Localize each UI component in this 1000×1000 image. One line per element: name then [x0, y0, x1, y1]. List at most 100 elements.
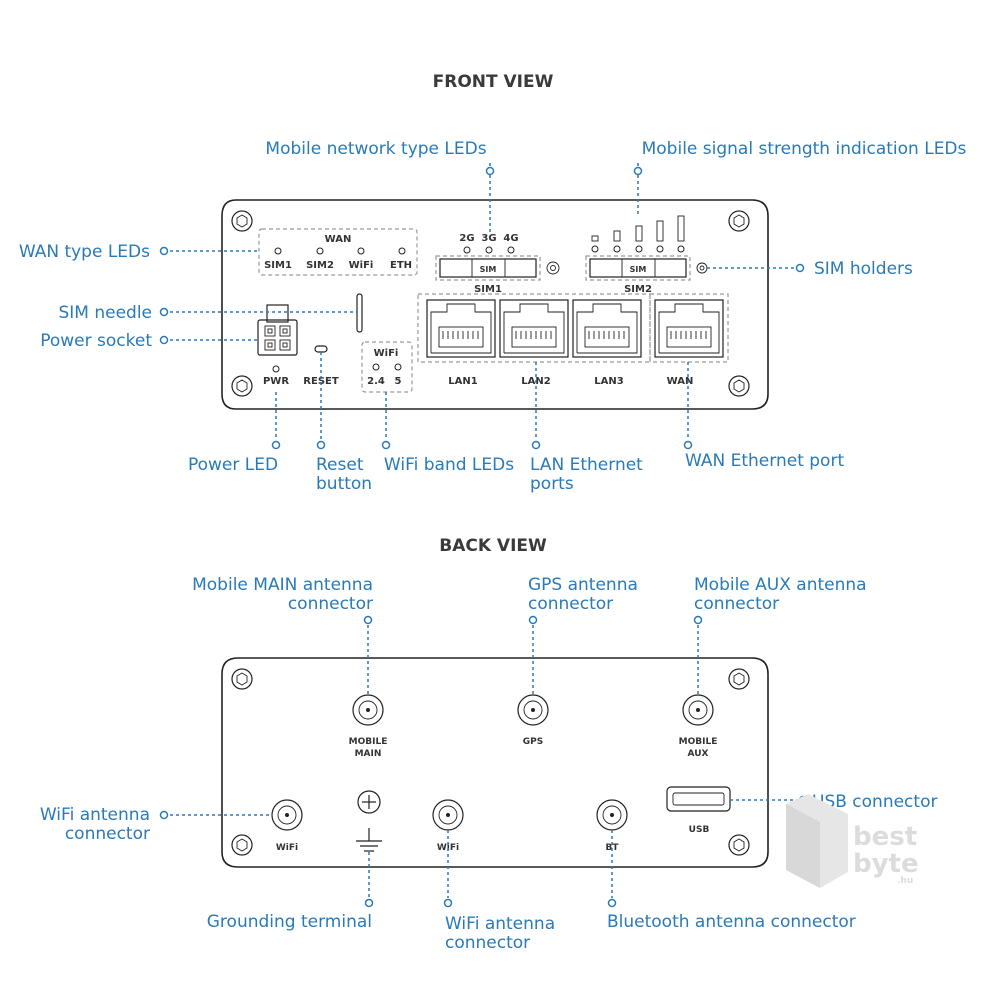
reset-label: RESET: [303, 376, 339, 387]
3g-label: 3G: [481, 233, 496, 244]
dot-lan: [531, 440, 541, 450]
sim1-led: [274, 247, 282, 255]
dot-reset: [316, 440, 326, 450]
callout-gps-2: connector: [528, 594, 613, 614]
callout-wifi-bottom-1: WiFi antenna: [445, 914, 555, 934]
callout-reset-2: button: [316, 474, 372, 494]
4g-led: [507, 246, 515, 254]
callout-network-type-leds: Mobile network type LEDs: [265, 139, 486, 159]
front-view-title: FRONT VIEW: [433, 72, 554, 92]
callout-reset-1: Reset: [316, 455, 364, 475]
sim2-slot-label: SIM: [630, 265, 647, 274]
dot-bluetooth: [607, 898, 617, 908]
front-screw-bottom-left: [231, 375, 253, 397]
mobile-main-label-1: MOBILE: [349, 737, 388, 747]
power-led: [272, 365, 280, 373]
callout-wifi-left-2: connector: [65, 824, 150, 844]
4g-label: 4G: [503, 233, 518, 244]
wifi-5-led: [394, 363, 402, 371]
usb-label: USB: [689, 825, 710, 835]
signal-strength-bars: [591, 215, 685, 242]
sim1-holder: [435, 255, 541, 281]
lan2-port: [499, 299, 569, 358]
sim-needle: [356, 293, 363, 333]
callout-mobile-main-1: Mobile MAIN antenna: [192, 575, 373, 595]
callout-sim-needle: SIM needle: [58, 303, 152, 323]
sim2-label: SIM2: [624, 284, 652, 295]
dot-wan-port: [683, 440, 693, 450]
wifi-24-led: [372, 363, 380, 371]
callout-power-socket: Power socket: [40, 331, 152, 351]
eth-led: [398, 247, 406, 255]
dot-wifi-left: [159, 810, 169, 820]
dot-sim-needle: [159, 307, 169, 317]
wan-port: [654, 299, 724, 358]
front-screw-top-right: [728, 210, 750, 232]
wan-port-label: WAN: [667, 376, 694, 387]
wifi-wan-led: [357, 247, 365, 255]
callout-mobile-aux-1: Mobile AUX antenna: [694, 575, 867, 595]
mobile-aux-label-2: AUX: [688, 749, 709, 759]
gps-label: GPS: [523, 737, 543, 747]
dot-power-led: [271, 440, 281, 450]
lan1-port: [426, 299, 496, 358]
wifi-5-label: 5: [395, 376, 402, 387]
grounding-screw: [357, 790, 381, 814]
lan3-port: [572, 299, 642, 358]
callout-usb: USB connector: [812, 792, 937, 812]
callout-wifi-bottom-2: connector: [445, 933, 530, 953]
ethernet-ports: [426, 299, 724, 358]
callout-lan-2: ports: [530, 474, 574, 494]
wifi-led-group: [361, 341, 413, 393]
gps-connector: [517, 694, 549, 726]
back-screw-bottom-right: [728, 834, 750, 856]
callout-bluetooth: Bluetooth antenna connector: [607, 912, 856, 932]
signal-led-4: [656, 245, 664, 253]
wifi-group-label: WiFi: [374, 348, 399, 359]
signal-led-5: [677, 245, 685, 253]
lan3-label: LAN3: [594, 376, 623, 387]
mobile-aux-label-1: MOBILE: [679, 737, 718, 747]
signal-led-3: [635, 245, 643, 253]
power-socket: [257, 304, 298, 356]
mobile-main-connector: [352, 694, 384, 726]
wan-port-group: [649, 293, 729, 363]
callout-mobile-aux-2: connector: [694, 594, 779, 614]
sim1-label: SIM1: [474, 284, 502, 295]
back-device-body: [221, 657, 769, 868]
sim2-led-label: SIM2: [306, 260, 334, 271]
wifi-24-label: 2.4: [367, 376, 385, 387]
dot-network-type: [485, 166, 495, 176]
signal-led-2: [613, 245, 621, 253]
dot-wifi-bottom: [443, 898, 453, 908]
callout-wan-type-leds: WAN type LEDs: [19, 242, 150, 262]
front-screw-bottom-right: [728, 375, 750, 397]
sim2-led: [316, 247, 324, 255]
dot-grounding: [364, 898, 374, 908]
callout-power-led: Power LED: [188, 455, 278, 475]
watermark-line1: best: [853, 822, 917, 852]
wan-led-group: [258, 228, 418, 276]
back-screw-top-right: [728, 668, 750, 690]
dot-wan-type: [159, 246, 169, 256]
watermark-suffix: .hu: [897, 876, 913, 886]
dot-mobile-aux: [693, 615, 703, 625]
callout-grounding: Grounding terminal: [207, 912, 372, 932]
bestbyte-watermark: best byte .hu: [786, 794, 919, 888]
sim1-led-label: SIM1: [264, 260, 292, 271]
dot-gps: [528, 615, 538, 625]
lan-port-group: [417, 293, 651, 363]
sim1-slot-label: SIM: [480, 265, 497, 274]
2g-label: 2G: [459, 233, 474, 244]
sim2-holder: [585, 255, 691, 281]
signal-led-1: [591, 245, 599, 253]
usb-port: [666, 786, 731, 812]
callout-sim-holders: SIM holders: [814, 259, 913, 279]
dot-sim-holders: [795, 263, 805, 273]
dot-power-socket: [159, 335, 169, 345]
callout-lan-1: LAN Ethernet: [530, 455, 643, 475]
back-view-title: BACK VIEW: [439, 536, 547, 556]
eth-led-label: ETH: [390, 260, 412, 271]
wan-group-label: WAN: [325, 234, 352, 245]
lan1-label: LAN1: [448, 376, 477, 387]
